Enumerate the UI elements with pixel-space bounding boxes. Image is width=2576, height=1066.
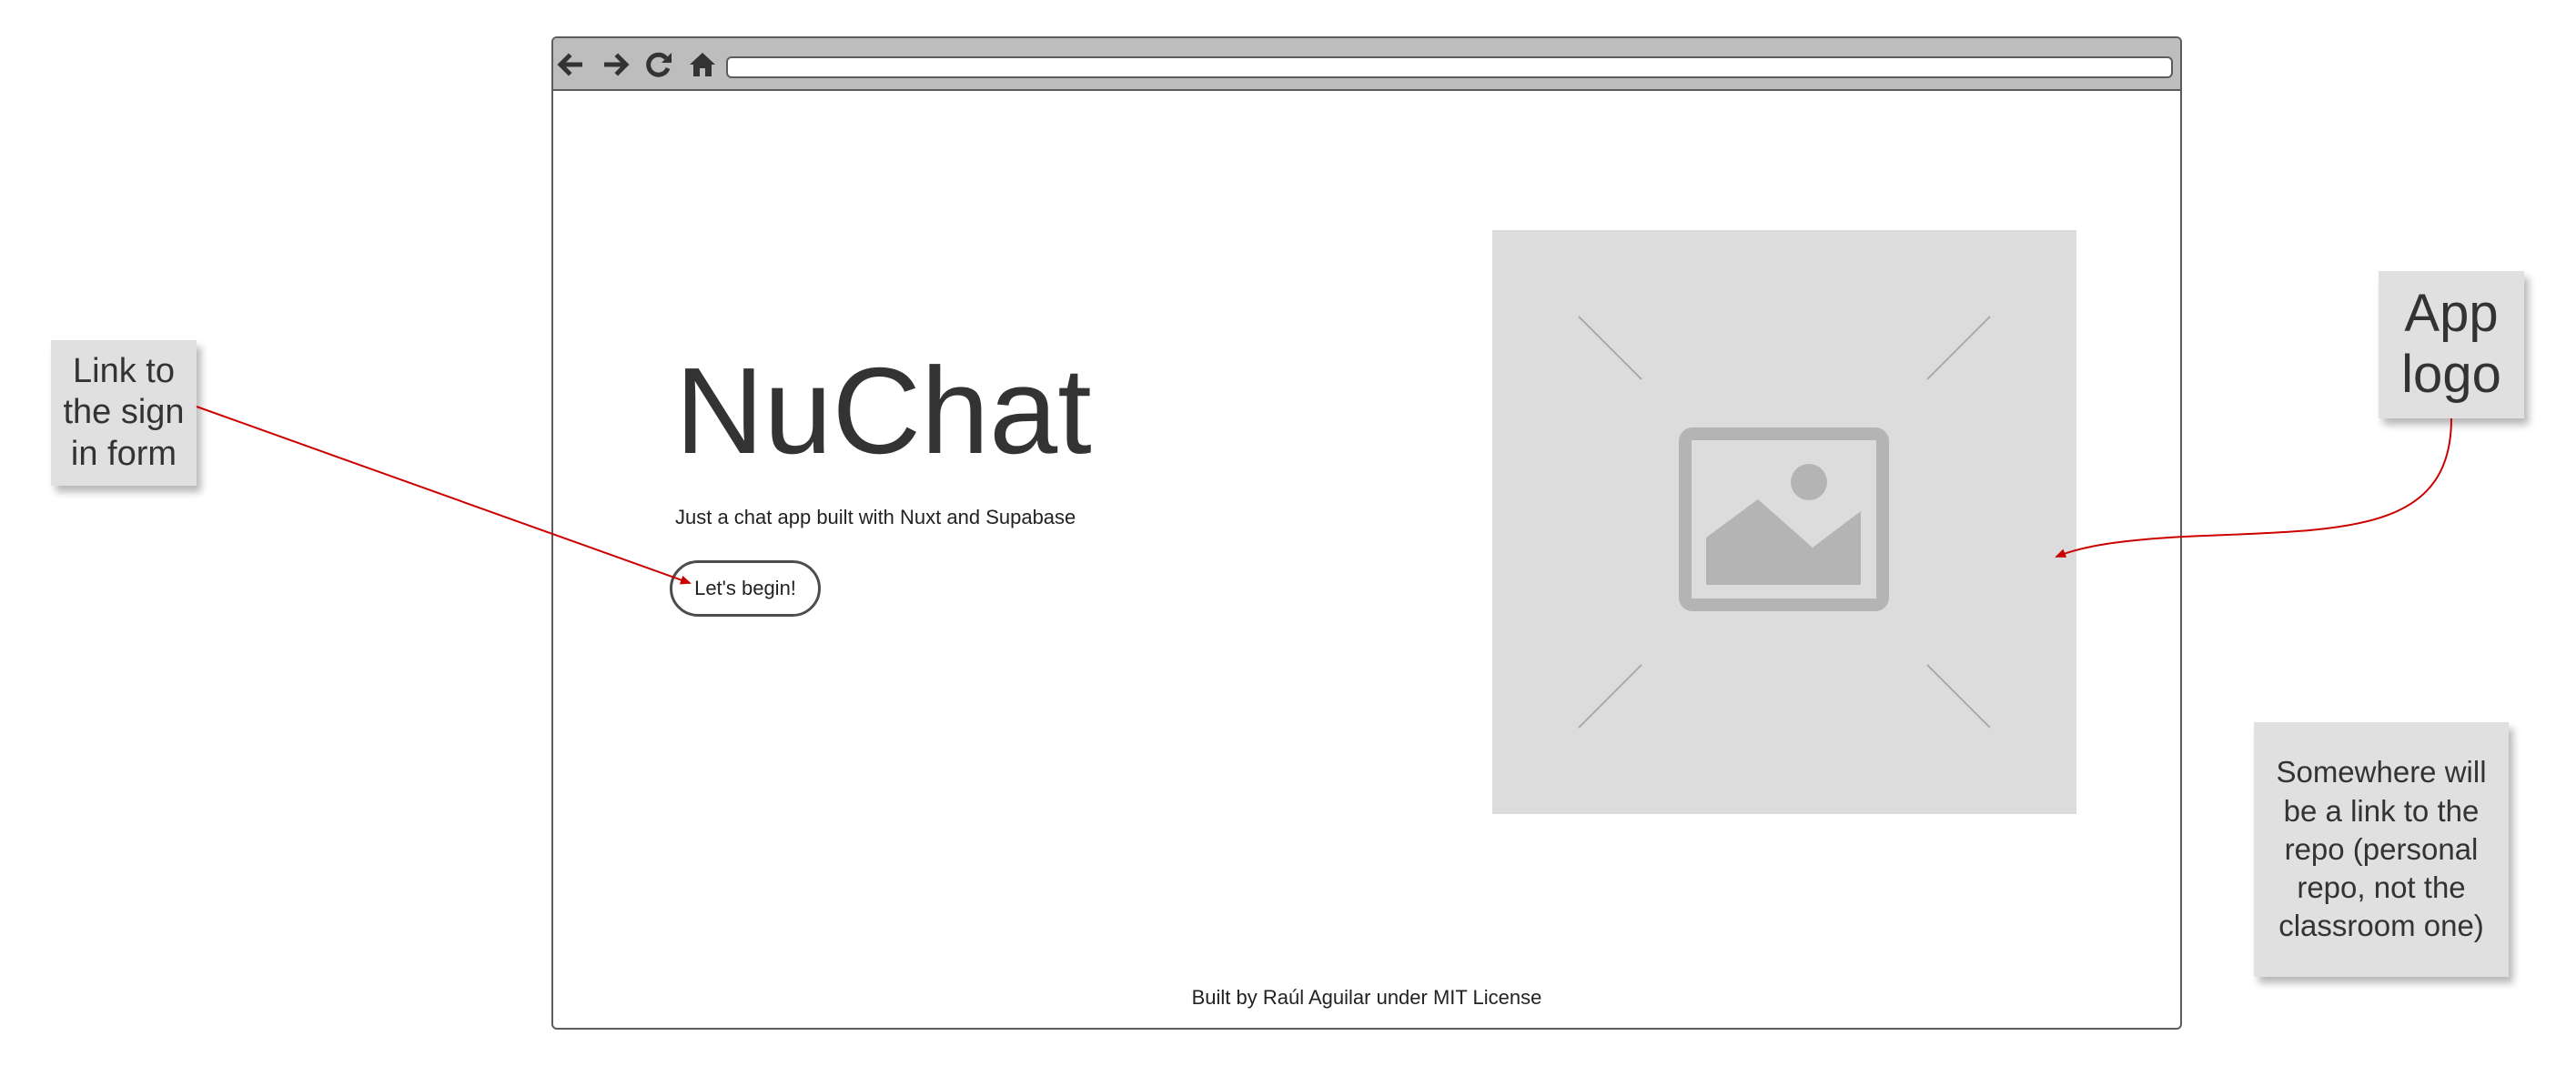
reload-icon[interactable] xyxy=(644,50,673,79)
footer-text: Built by Raúl Aguilar under MIT License xyxy=(1191,986,1542,1009)
back-arrow-icon[interactable] xyxy=(557,50,586,79)
image-placeholder-icon xyxy=(1578,316,1991,729)
app-subtitle: Just a chat app built with Nuxt and Supa… xyxy=(675,506,1076,528)
annotation-repo-text: Somewhere will be a link to the repo (pe… xyxy=(2276,755,2487,943)
annotation-signin-text: Link to the sign in form xyxy=(63,351,185,473)
lets-begin-button[interactable]: Let's begin! xyxy=(670,560,821,617)
app-title: NuChat xyxy=(675,342,1092,479)
browser-toolbar xyxy=(553,38,2180,91)
annotation-logo-text: App logo xyxy=(2401,284,2501,404)
forward-arrow-icon[interactable] xyxy=(601,50,630,79)
annotation-signin-link: Link to the sign in form xyxy=(51,340,197,486)
browser-window: NuChat Just a chat app built with Nuxt a… xyxy=(551,36,2182,1030)
url-bar[interactable] xyxy=(726,56,2173,78)
app-logo-placeholder xyxy=(1492,230,2076,814)
annotation-app-logo: App logo xyxy=(2379,271,2524,418)
annotation-repo-link: Somewhere will be a link to the repo (pe… xyxy=(2254,722,2509,977)
home-icon[interactable] xyxy=(688,50,717,79)
